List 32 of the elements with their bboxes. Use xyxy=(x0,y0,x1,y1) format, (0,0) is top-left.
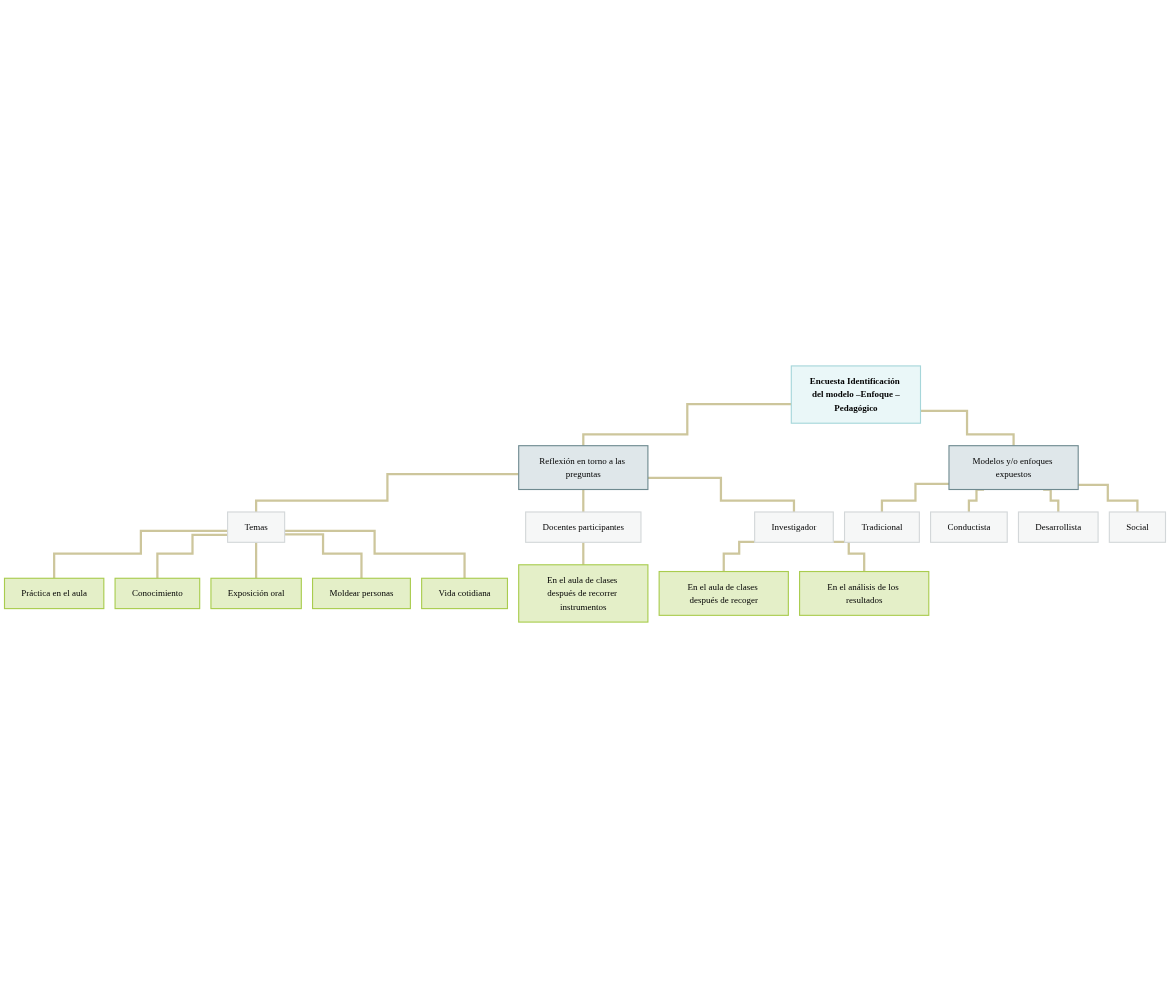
node-box: Vida cotidiana xyxy=(421,577,508,609)
connector xyxy=(284,532,363,579)
node-box: Tradicional xyxy=(843,510,920,543)
connector xyxy=(582,540,585,566)
connector xyxy=(647,476,796,513)
connector xyxy=(255,472,519,513)
node-box: Moldear personas xyxy=(312,577,411,609)
connector xyxy=(722,540,755,573)
connector xyxy=(880,482,949,513)
node-box: Conocimiento xyxy=(114,577,201,609)
connector xyxy=(255,540,258,579)
node-box: Práctica en el aula xyxy=(3,577,105,609)
node-box: Temas xyxy=(227,510,286,543)
node-box: Conductista xyxy=(930,510,1008,543)
connector xyxy=(920,409,1015,447)
node-box: Modelos y/o enfoques expuestos xyxy=(948,444,1079,490)
connector xyxy=(284,529,466,579)
node-box: En el análisis de los resultados xyxy=(799,570,930,616)
node-box: Social xyxy=(1108,510,1167,543)
connector xyxy=(582,402,792,447)
connector xyxy=(53,529,228,579)
node-box: Desarrollista xyxy=(1017,510,1099,543)
connector xyxy=(1078,483,1139,513)
node-box: Exposición oral xyxy=(210,577,302,609)
node-box: En el aula de clases después de recorrer instrumentos xyxy=(518,563,649,623)
node-box: Docentes participantes xyxy=(525,510,642,543)
connector xyxy=(833,540,866,573)
node-box: Investigador xyxy=(754,510,834,543)
connector xyxy=(156,533,228,579)
node-box: En el aula de clases después de recoger xyxy=(658,570,789,616)
node-box: Encuesta Identificación del modelo –Enfoque –Pedagógico xyxy=(790,364,922,424)
node-box: Reflexión en torno a las preguntas xyxy=(518,444,649,490)
